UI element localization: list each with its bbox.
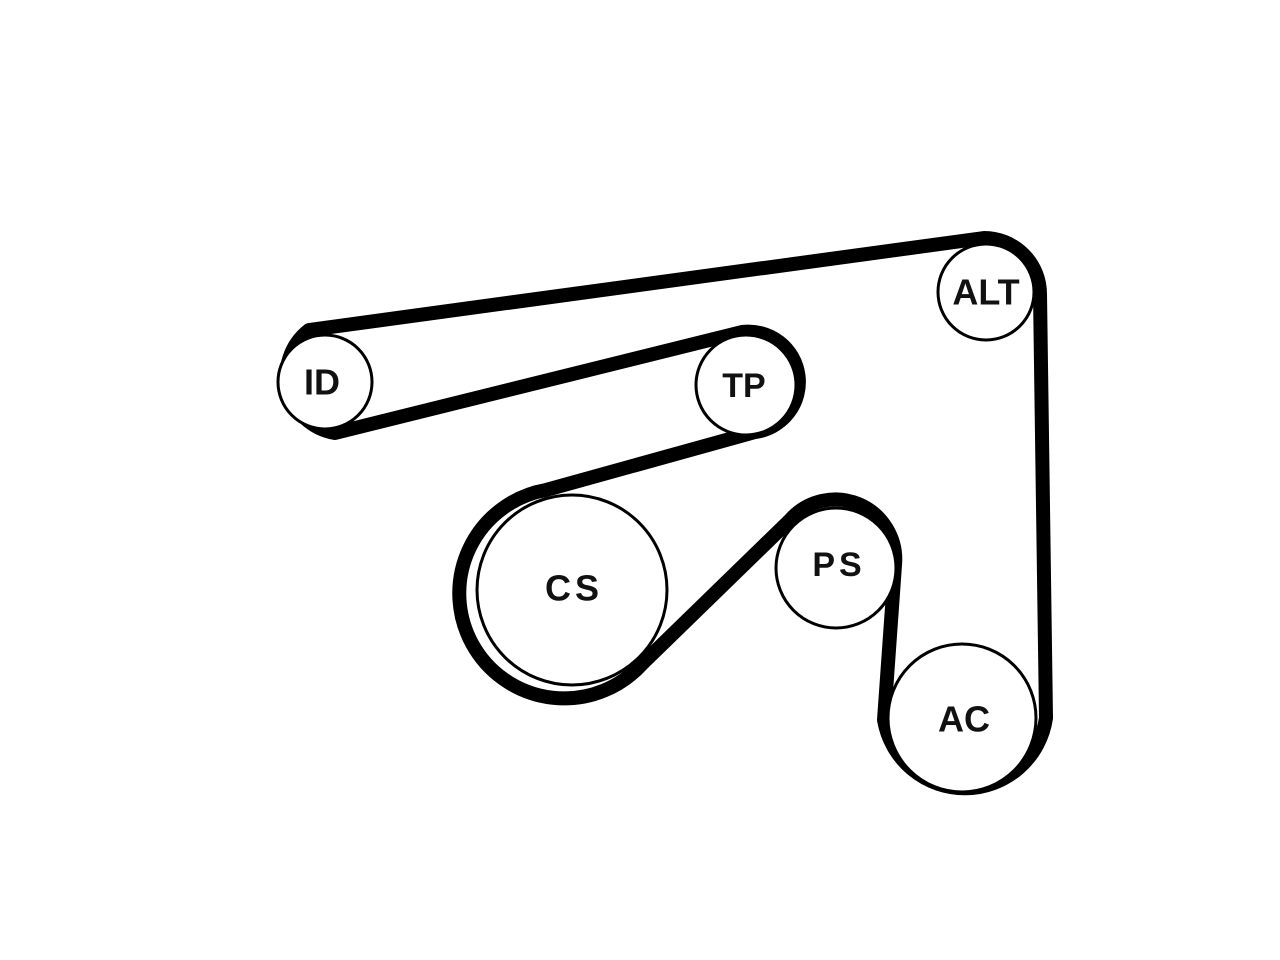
pulley-tp-circle xyxy=(694,333,798,437)
pulley-tp-label: TP xyxy=(722,367,765,405)
pulley-tp: TP xyxy=(694,333,798,437)
pulley-ac-circle xyxy=(886,642,1038,794)
pulley-id-label: ID xyxy=(304,362,340,403)
pulley-ps: PS xyxy=(774,506,898,630)
pulley-alt: ALT xyxy=(936,242,1036,342)
pulley-ps-circle xyxy=(774,506,898,630)
pulley-cs: CS xyxy=(475,493,669,687)
pulley-ps-label: PS xyxy=(812,546,865,584)
pulley-cs-label: CS xyxy=(545,568,603,609)
pulley-alt-circle xyxy=(936,242,1036,342)
pulley-ac-label: AC xyxy=(938,699,990,740)
pulley-ac: AC xyxy=(886,642,1038,794)
pulley-id: ID xyxy=(276,333,374,431)
pulley-cs-circle xyxy=(475,493,669,687)
pulley-id-circle xyxy=(276,333,374,431)
pulley-alt-label: ALT xyxy=(952,272,1019,313)
